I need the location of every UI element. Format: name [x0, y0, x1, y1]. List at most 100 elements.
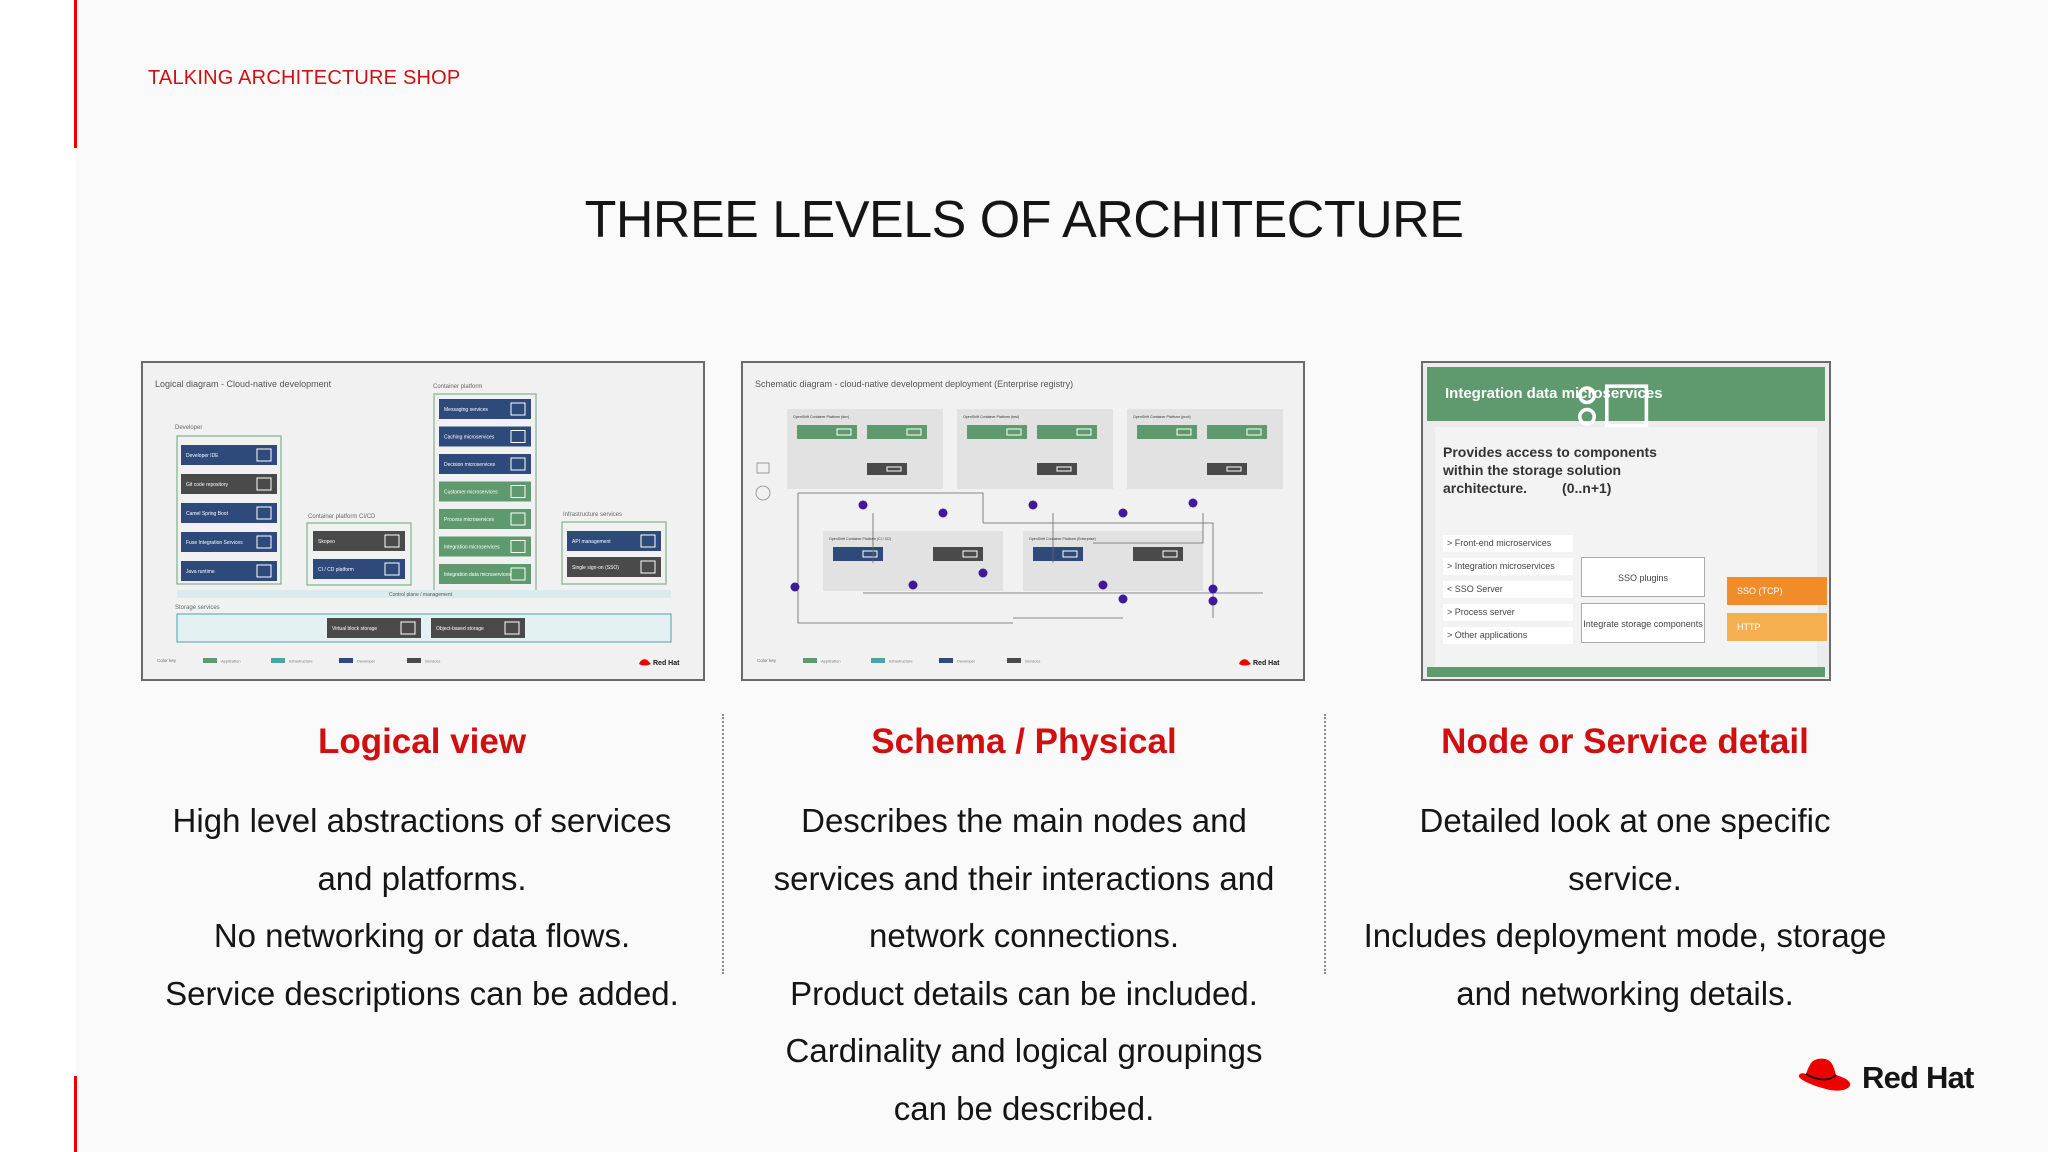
- schema-physical-description: Describes the main nodes and services an…: [744, 792, 1304, 1137]
- box-label: Caching microservices: [444, 435, 495, 441]
- column-divider: [1324, 714, 1326, 974]
- detail-description: Provides access to components within the…: [1443, 443, 1657, 497]
- service-icon: [1056, 466, 1072, 472]
- service-icon: [384, 534, 400, 548]
- detail-desc-line: Provides access to components: [1443, 444, 1657, 460]
- service-icon: [256, 477, 272, 491]
- node-box: [833, 547, 883, 561]
- column-divider: [722, 714, 724, 974]
- box-label: Git code repository: [186, 482, 228, 488]
- cluster-label: OpenShift Container Platform (test): [963, 415, 1019, 419]
- description-line: Detailed look at one specific: [1419, 802, 1831, 839]
- service-icon: [510, 540, 526, 553]
- container-service-box: [439, 481, 531, 502]
- svg-text:Storage services: Storage services: [175, 605, 220, 611]
- cluster-label: OpenShift Container Platform (dev): [793, 415, 849, 419]
- service-icon: [510, 512, 526, 526]
- description-line: Cardinality and logical groupings: [785, 1032, 1263, 1069]
- developer-box: [181, 445, 277, 465]
- legend-swatch: [1007, 658, 1021, 663]
- connection-marker: [1208, 596, 1218, 606]
- connection-marker: [1028, 500, 1038, 510]
- legend-label: Application: [821, 659, 841, 664]
- storage-components-box: Integrate storage components: [1581, 603, 1705, 643]
- legend-swatch: [203, 658, 217, 663]
- container-service-box: [439, 536, 531, 557]
- service-icon: [836, 428, 852, 436]
- box-label: Single sign-on (SSO): [572, 565, 619, 571]
- node-box: [933, 547, 983, 561]
- service-icon: [906, 428, 922, 436]
- legend-label: Infrastructure: [289, 659, 313, 664]
- infra-box: [567, 557, 661, 577]
- service-icon: [640, 534, 656, 548]
- legend-label: Developer: [357, 659, 376, 664]
- container-service-box: [439, 399, 531, 419]
- node-box: [1033, 547, 1083, 561]
- box-label: Integration data microservices: [444, 572, 511, 578]
- cluster-label: OpenShift Container Platform (prod): [1133, 415, 1191, 419]
- box-label: Object-based storage: [436, 626, 484, 632]
- node-box: [1207, 425, 1267, 439]
- logical-diagram-svg: Logical diagram - Cloud-native developme…: [143, 363, 703, 679]
- node-box: [1037, 425, 1097, 439]
- connection-marker: [978, 568, 988, 578]
- schematic-diagram-thumbnail: Schematic diagram - cloud-native develop…: [741, 361, 1305, 681]
- description-line: can be described.: [893, 1089, 1155, 1127]
- node-box: [797, 425, 857, 439]
- service-icon: [510, 457, 526, 471]
- shop-label: TALKING ARCHITECTURE SHOP: [148, 67, 461, 89]
- service-icon: [1076, 428, 1092, 436]
- box-label: Fuse Integration Services: [186, 540, 243, 546]
- service-icon: [862, 550, 878, 558]
- legend-label: Developer: [957, 659, 976, 664]
- box-label: Messaging services: [444, 407, 488, 413]
- container-service-box: [439, 426, 531, 447]
- service-icon: [1226, 466, 1242, 472]
- rh-mini-word: Red Hat: [653, 660, 680, 667]
- sso-tcp-tag: SSO (TCP): [1727, 577, 1827, 605]
- description-line: and platforms.: [317, 859, 527, 897]
- red-hat-logo: Red Hat: [1796, 1057, 1974, 1099]
- node-box: [1137, 425, 1197, 439]
- service-icon: [886, 466, 902, 472]
- description-line: Service descriptions can be added.: [165, 974, 679, 1012]
- svg-text:Red Hat: Red Hat: [1253, 660, 1280, 667]
- schema-physical-heading: Schema / Physical: [871, 722, 1177, 761]
- service-icon: [384, 562, 400, 576]
- box-label: Skopeo: [318, 539, 335, 545]
- detail-desc-line: architecture. (0..n+1): [1443, 480, 1612, 496]
- node-box: [967, 425, 1027, 439]
- svg-text:Container platform CI/CD: Container platform CI/CD: [308, 514, 376, 520]
- service-icon: [256, 564, 272, 578]
- legend-swatch: [803, 658, 817, 663]
- legend-title: Color key: [757, 658, 777, 663]
- container-service-box: [439, 509, 531, 529]
- detail-connection-list: > Front-end microservices > Integration …: [1443, 535, 1573, 650]
- service-icon: [256, 448, 272, 462]
- connection-marker: [938, 508, 948, 518]
- connection-marker: [1188, 498, 1198, 508]
- box-label: API management: [572, 539, 611, 545]
- list-item: > Other applications: [1443, 627, 1573, 644]
- cluster-box: [1127, 409, 1283, 489]
- service-icon: [510, 402, 526, 416]
- service-icon: [1162, 550, 1178, 558]
- detail-panel: Integration data microservices Provides …: [1423, 363, 1829, 679]
- microservice-icon: [1578, 384, 1649, 428]
- box-label: Developer IDE: [186, 453, 219, 459]
- logical-diagram-thumbnail: Logical diagram - Cloud-native developme…: [141, 361, 705, 681]
- service-icon: [504, 621, 520, 635]
- service-icon: [962, 550, 978, 558]
- legend-swatch: [407, 658, 421, 663]
- connection-marker: [1208, 584, 1218, 594]
- description-line: service.: [1568, 859, 1682, 897]
- red-accent-bar-bottom: [74, 1076, 77, 1152]
- legend-label: Application: [221, 659, 241, 664]
- node-box: [1133, 547, 1183, 561]
- connection-marker: [908, 580, 918, 590]
- container-service-box: [439, 454, 531, 474]
- connection-marker: [790, 582, 800, 592]
- service-icon: [1176, 428, 1192, 436]
